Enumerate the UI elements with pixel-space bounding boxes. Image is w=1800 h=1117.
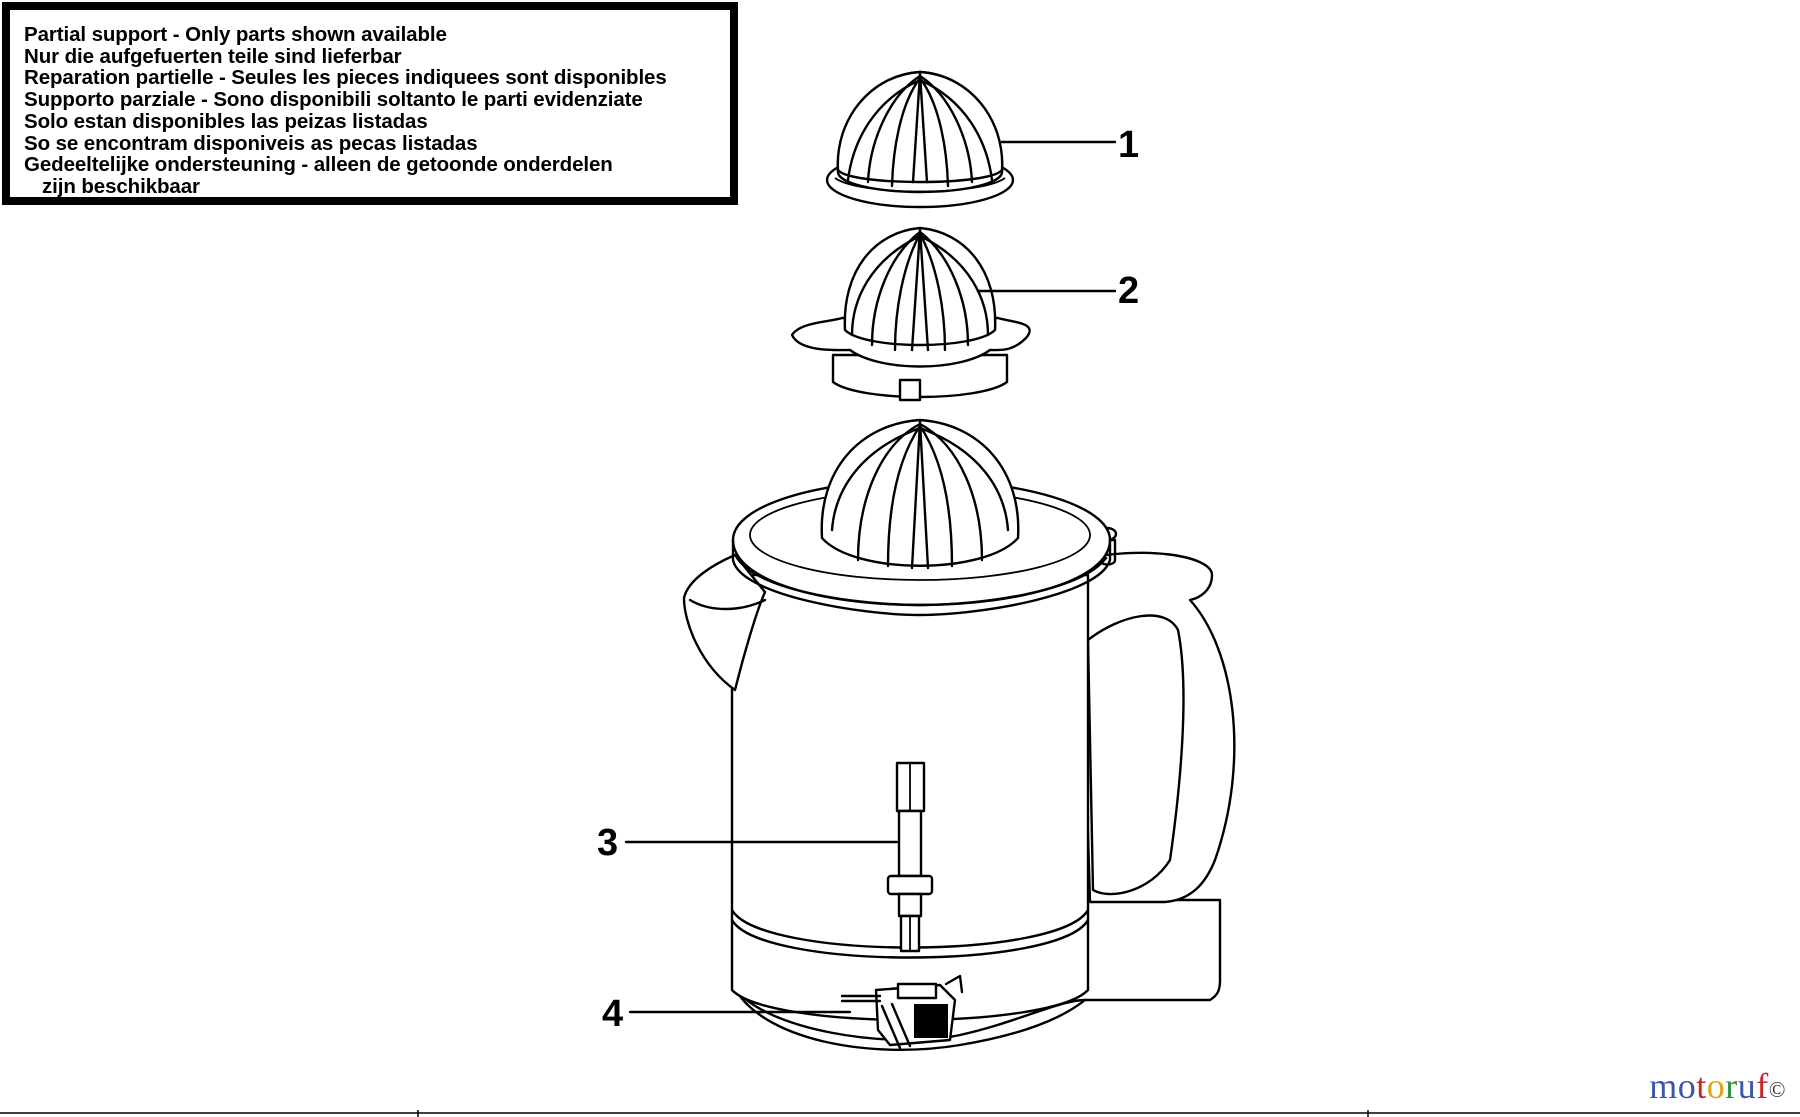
watermark-letter: r <box>1725 1066 1738 1106</box>
part-4-switch[interactable] <box>840 974 964 1050</box>
callout-3: 3 <box>597 822 619 864</box>
watermark-letter: f <box>1756 1066 1769 1106</box>
watermark-letter: o <box>1706 1066 1726 1106</box>
notice-line-pt: So se encontram disponiveis as pecas lis… <box>24 131 478 155</box>
notice-line-es: Solo estan disponibles las peizas listad… <box>24 109 428 133</box>
motoruf-watermark-logo: motoruf© <box>1649 1065 1786 1107</box>
partial-support-notice: Partial support - Only parts shown avail… <box>2 2 738 205</box>
notice-line-nl-cont: zijn beschikbaar <box>42 174 200 198</box>
part-3-drive-shaft[interactable] <box>886 761 934 953</box>
part-2-large-reamer[interactable] <box>790 226 1031 402</box>
notice-line-nl: Gedeeltelijke ondersteuning - alleen de … <box>24 153 613 177</box>
notice-line-it: Supporto parziale - Sono disponibili sol… <box>24 88 643 112</box>
notice-line-en: Partial support - Only parts shown avail… <box>24 23 447 46</box>
watermark-letter: © <box>1768 1076 1786 1102</box>
juicer-body <box>682 418 1236 1051</box>
part-1-small-reamer[interactable] <box>825 70 1015 209</box>
callout-2: 2 <box>1118 270 1140 312</box>
watermark-letter: t <box>1696 1066 1707 1106</box>
notice-line-fr: Reparation partielle - Seules les pieces… <box>24 66 667 90</box>
leader-lines <box>624 140 1117 1014</box>
watermark-letter: m <box>1649 1066 1678 1106</box>
callout-4: 4 <box>602 993 624 1035</box>
watermark-letter: o <box>1677 1066 1697 1106</box>
watermark-letter: u <box>1737 1066 1757 1106</box>
notice-line-de: Nur die aufgefuerten teile sind lieferba… <box>24 44 402 68</box>
callout-1: 1 <box>1118 124 1140 166</box>
